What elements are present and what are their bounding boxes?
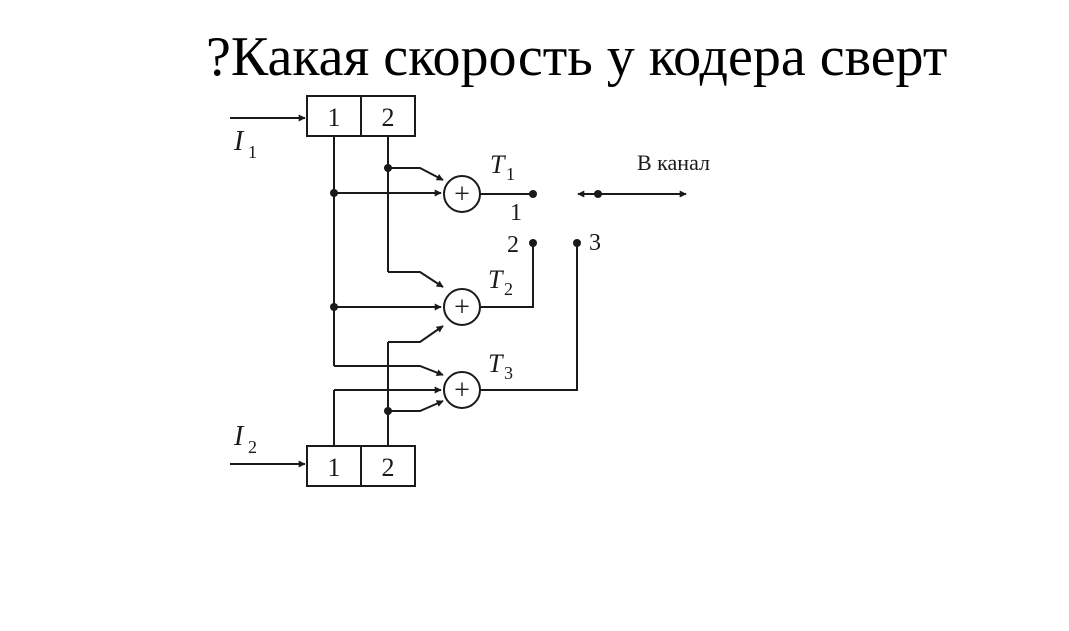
- bottom-cell-2-label: 2: [382, 453, 395, 482]
- input-label-i1: I: [233, 126, 245, 157]
- output-t2-label: T: [488, 265, 504, 294]
- output-t1-sub: 1: [506, 164, 515, 184]
- top-cell-2-label: 2: [382, 103, 395, 132]
- tap-1-label: 1: [510, 200, 522, 226]
- output-t3-label: T: [488, 349, 504, 378]
- tap-2-label: 2: [507, 232, 519, 258]
- adder-t1-symbol: +: [454, 179, 470, 210]
- output-t1-label: T: [490, 150, 506, 179]
- input-label-i2: I: [233, 421, 245, 452]
- tap-3-label: 3: [589, 230, 601, 256]
- input-label-i1-sub: 1: [248, 142, 257, 162]
- top-cell-1-label: 1: [328, 103, 341, 132]
- adder-t2-symbol: +: [454, 292, 470, 323]
- input-label-i2-sub: 2: [248, 437, 257, 457]
- adder-t3-symbol: +: [454, 375, 470, 406]
- output-t3-sub: 3: [504, 363, 513, 383]
- junction-dots: [330, 164, 602, 415]
- output-t2-sub: 2: [504, 279, 513, 299]
- channel-label: В канал: [637, 150, 710, 175]
- bottom-cell-1-label: 1: [328, 453, 341, 482]
- question-title: ?Какая скорость у кодера сверт: [206, 26, 948, 88]
